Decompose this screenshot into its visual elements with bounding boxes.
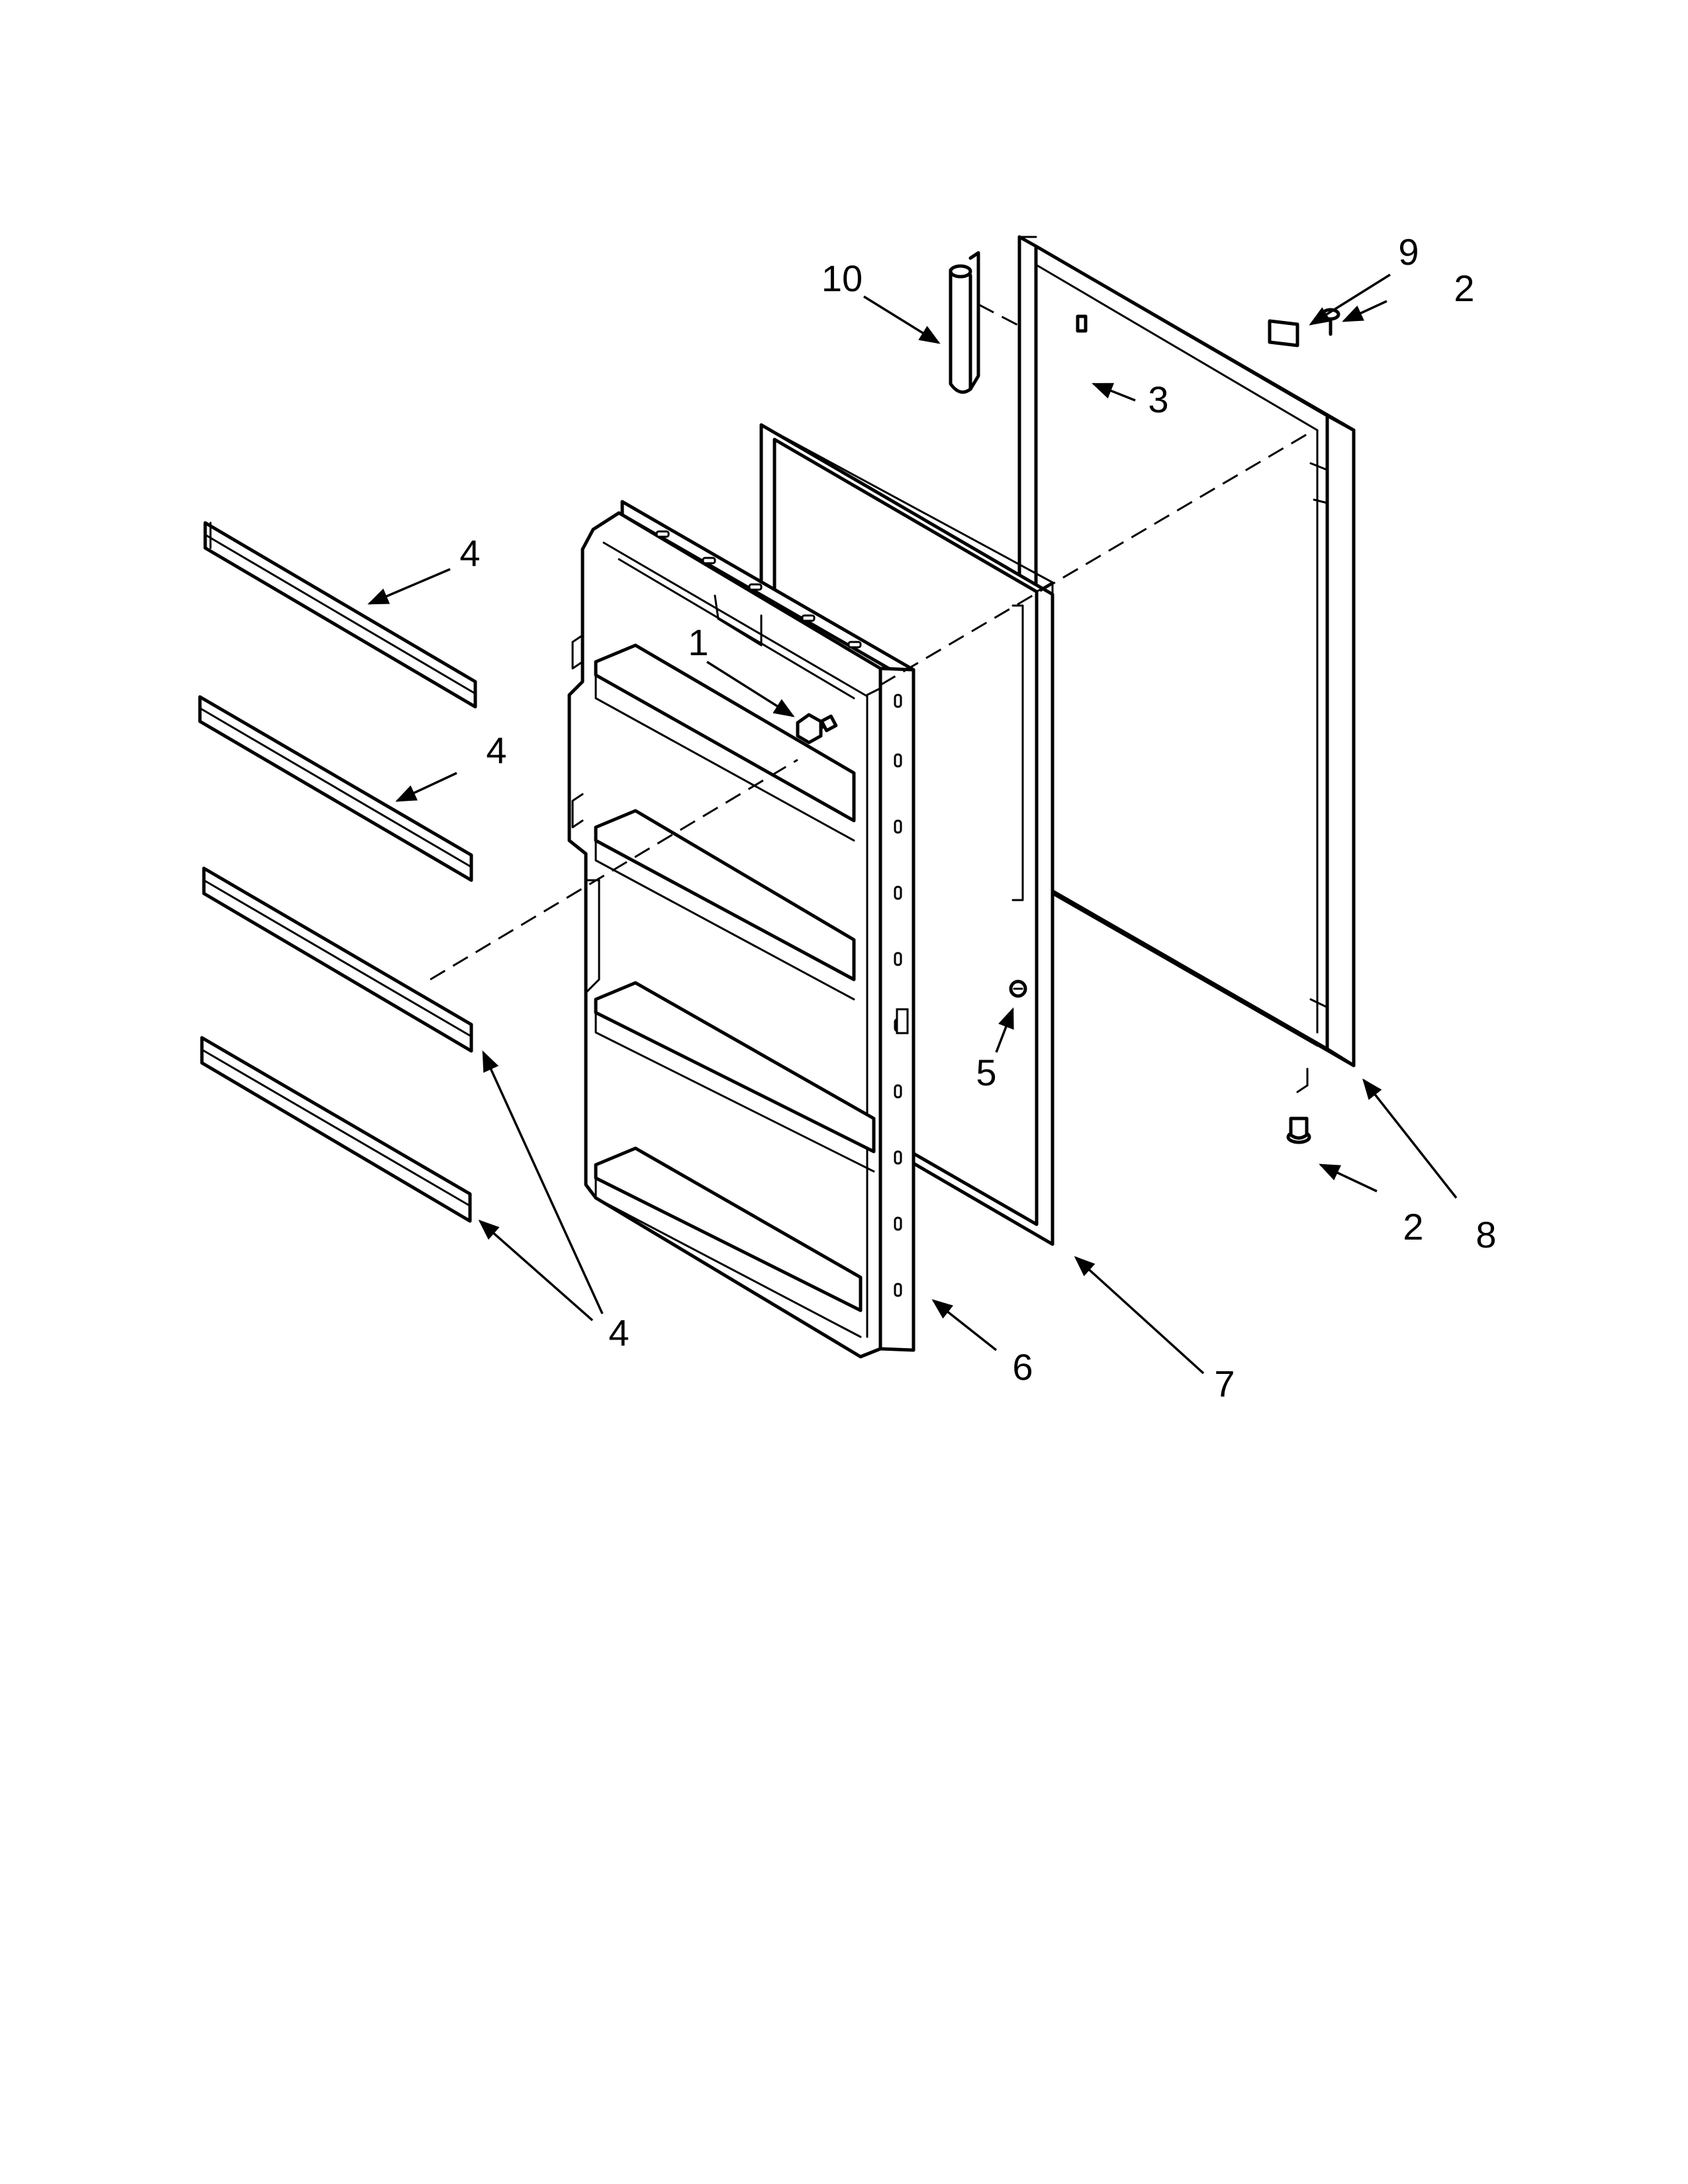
outer-door-panel — [1017, 235, 1356, 1068]
shelf-bar-4 — [200, 1036, 472, 1223]
shelf-bar-1 — [203, 521, 477, 709]
callout-2-top: 2 — [1454, 267, 1474, 309]
callout-5: 5 — [976, 1052, 996, 1093]
callout-6: 6 — [1012, 1346, 1033, 1388]
callout-4-bottom: 4 — [608, 1312, 629, 1353]
callout-2-bottom: 2 — [1403, 1206, 1423, 1248]
callout-3: 3 — [1148, 379, 1168, 420]
callout-7: 7 — [1214, 1363, 1235, 1404]
callout-4-top: 4 — [459, 532, 480, 574]
liner-screw — [796, 713, 838, 745]
callout-9: 9 — [1398, 231, 1419, 273]
shelf-bar-3 — [202, 866, 473, 1053]
label-plate — [1268, 319, 1299, 347]
callout-1: 1 — [688, 621, 708, 663]
gasket-screw — [1009, 979, 1027, 998]
top-screw — [1321, 308, 1340, 336]
assembly-lines — [430, 303, 1315, 981]
hinge-cover — [949, 251, 980, 394]
callout-10: 10 — [821, 257, 863, 299]
callout-4-middle: 4 — [486, 729, 506, 771]
callout-8: 8 — [1476, 1214, 1496, 1255]
bottom-screw — [1286, 1068, 1311, 1144]
door-clip — [1076, 314, 1088, 333]
shelf-bar-2 — [198, 695, 473, 882]
leader-lines — [367, 273, 1458, 1375]
